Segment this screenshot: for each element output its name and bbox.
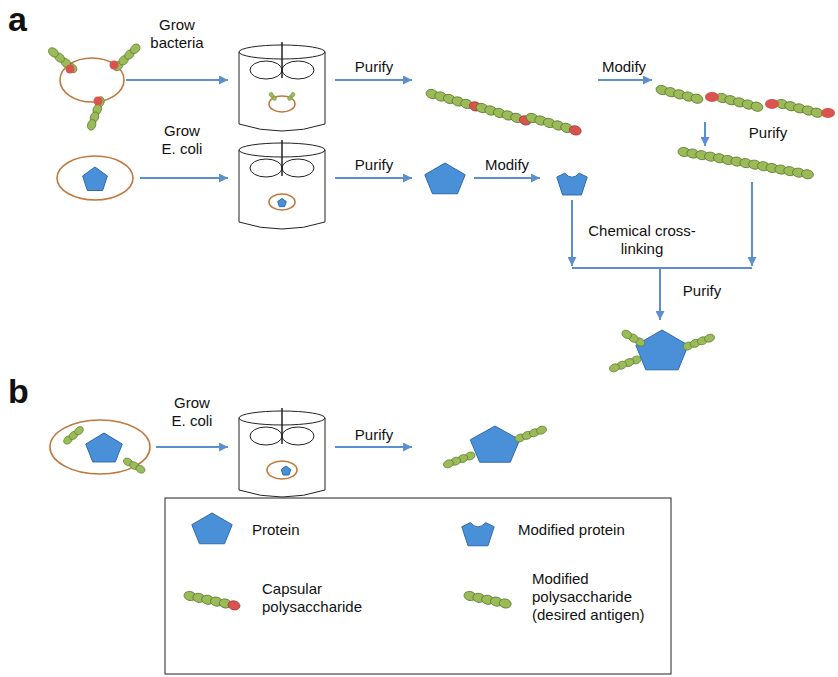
modified-protein-shape <box>557 173 587 195</box>
cell-outline <box>57 156 133 200</box>
modified-protein-shape <box>462 523 494 546</box>
flow-arrow <box>571 200 573 266</box>
polysaccharide-chain <box>715 92 764 112</box>
step-label: Modify <box>472 156 542 174</box>
step-label: Grow E. coli <box>156 122 208 158</box>
cleaved-end <box>821 108 835 118</box>
cell-outline <box>50 420 150 474</box>
bioreactor <box>239 140 325 229</box>
flow-arrow <box>156 446 228 448</box>
flow-arrow <box>140 177 228 179</box>
panel-letter: a <box>8 0 48 38</box>
protein-shape <box>470 426 519 462</box>
polysaccharide-chain <box>620 328 646 347</box>
step-label: Modify <box>589 58 659 76</box>
legend-text: Modified protein <box>518 521 668 539</box>
legend-swatch <box>192 513 232 544</box>
step-label: Purify <box>339 58 409 76</box>
polysaccharide-chain <box>86 96 106 132</box>
cell-outline <box>60 58 124 102</box>
polysaccharide-chain <box>514 425 548 444</box>
cleaved-end <box>705 92 719 102</box>
polysaccharide-chain <box>475 102 532 126</box>
legend-text: Modified polysaccharide (desired antigen… <box>532 570 664 624</box>
protein-shape <box>86 433 123 462</box>
step-label: Purify <box>339 426 409 444</box>
polysaccharide-chain <box>47 46 79 75</box>
protein-shape <box>192 513 232 544</box>
legend-text: Protein <box>252 521 402 539</box>
polysaccharide-chain <box>287 92 296 102</box>
flow-arrow <box>659 268 661 320</box>
flow-arrow <box>474 177 540 179</box>
step-label: Chemical cross-linking <box>587 222 697 258</box>
polysaccharide-chain <box>775 98 824 118</box>
polysaccharide-chain <box>525 112 582 136</box>
polysaccharide-chain <box>463 590 512 609</box>
polysaccharide-chain <box>765 163 814 180</box>
protein-shape <box>278 199 287 207</box>
step-label: Purify <box>733 124 803 142</box>
step-label: Purify <box>667 282 737 300</box>
cell-outline <box>269 194 295 210</box>
polysaccharide-chain <box>677 147 726 164</box>
flow-arrow <box>335 177 412 179</box>
polysaccharide-chain <box>721 155 770 172</box>
attachment-point <box>94 97 103 106</box>
panel-letter: b <box>8 372 48 410</box>
legend-swatch <box>183 590 241 611</box>
polysaccharide-chain <box>682 333 716 352</box>
cell-outline <box>267 461 297 479</box>
flow-arrow <box>335 79 412 81</box>
bioreactor <box>239 42 325 131</box>
polysaccharide-chain <box>655 84 704 104</box>
step-label: Grow bacteria <box>137 16 217 52</box>
legend-swatch <box>463 590 512 609</box>
flow-arrow <box>335 446 412 448</box>
flow-arrow <box>751 182 753 266</box>
polysaccharide-chain <box>608 355 642 374</box>
polysaccharide-chain <box>425 88 482 112</box>
polysaccharide-chain <box>62 425 85 446</box>
legend-frame <box>165 498 671 674</box>
polysaccharide-chain <box>122 456 146 474</box>
attachment-point <box>110 61 119 70</box>
flow-arrow <box>572 267 752 269</box>
cleaved-end <box>765 99 779 109</box>
flow-arrows <box>126 80 752 447</box>
polysaccharide-chain <box>183 590 241 611</box>
protein-shape <box>281 466 291 475</box>
legend-text: Capsular polysaccharide <box>262 580 382 616</box>
legend-swatch <box>462 523 494 546</box>
attachment-point <box>66 65 75 74</box>
flow-arrow <box>704 122 706 146</box>
legend-swatches <box>183 513 512 611</box>
protein-shape <box>425 163 465 194</box>
flow-arrow <box>598 79 652 81</box>
step-label: Purify <box>339 156 409 174</box>
flow-arrow <box>126 79 228 81</box>
bioreactor <box>239 408 325 497</box>
protein-shape <box>83 167 108 191</box>
protein-shape <box>636 330 688 370</box>
polysaccharide-chain <box>268 92 277 102</box>
step-label: Grow E. coli <box>166 394 218 430</box>
polysaccharide-chain <box>442 451 476 470</box>
